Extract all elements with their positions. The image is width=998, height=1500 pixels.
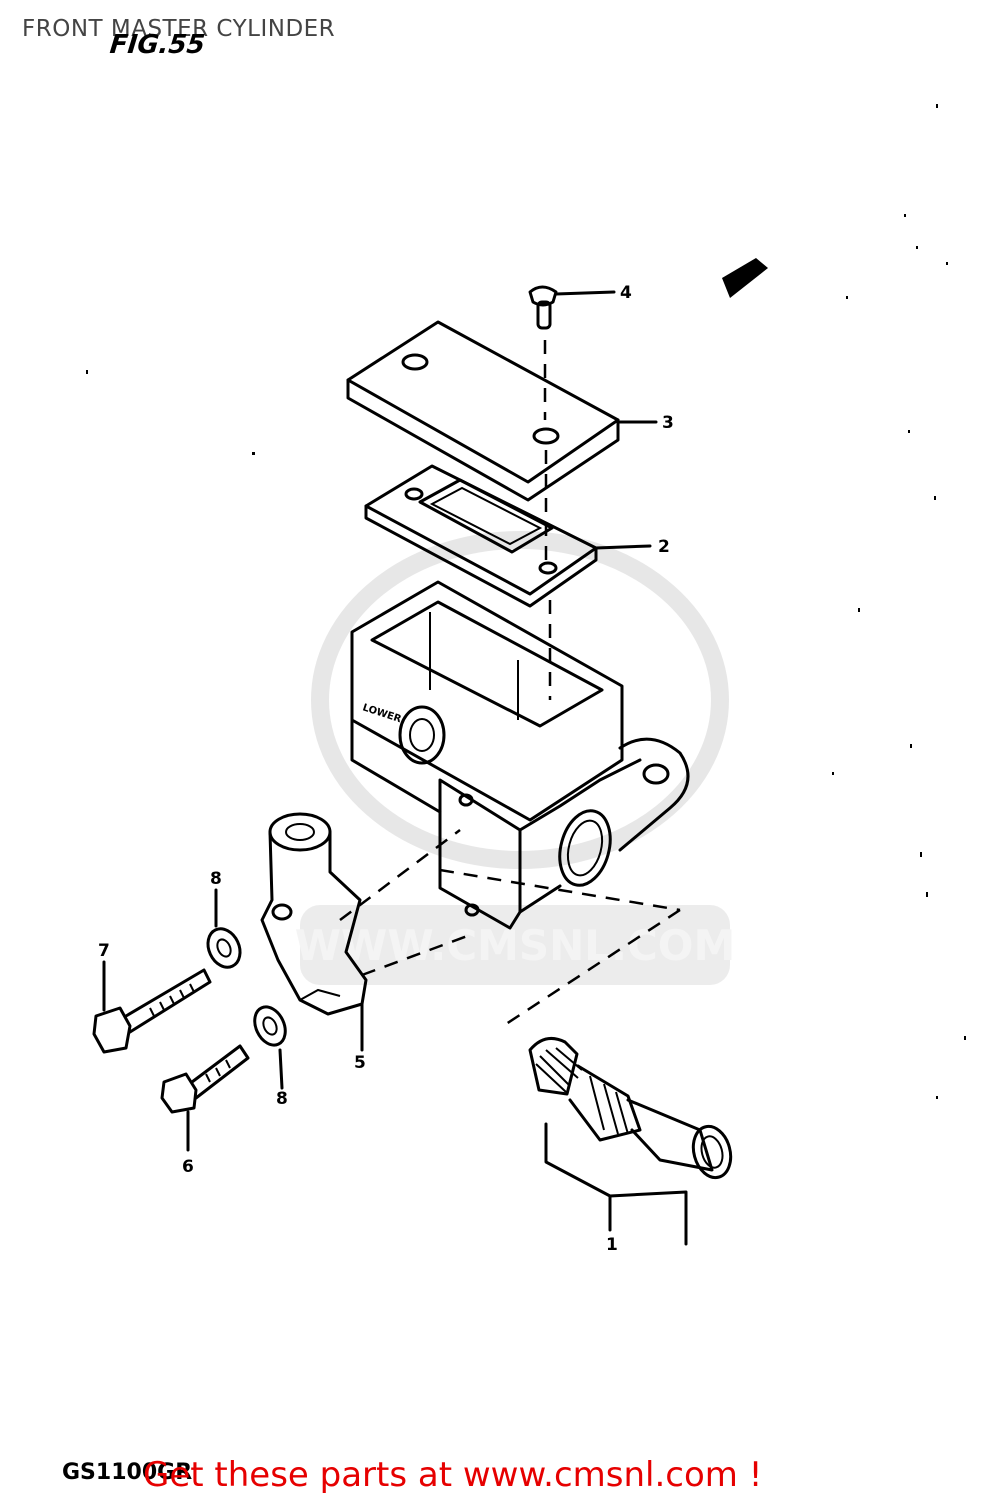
model-code: GS1100GR [62, 1460, 193, 1485]
watermark-text: WWW.CMSNL.COM [295, 921, 736, 970]
callout-7: 7 [98, 941, 110, 961]
callout-2: 2 [658, 537, 670, 557]
part-2-diaphragm [364, 464, 598, 700]
figure-label: FIG.55 [108, 30, 207, 60]
part-1-piston [528, 1036, 733, 1246]
callout-6: 6 [182, 1157, 194, 1177]
part-6-short-bolt [160, 1044, 250, 1152]
part-4-screw [528, 285, 558, 420]
promo-link[interactable]: Get these parts at www.cmsnl.com ! [143, 1455, 763, 1495]
leader-lines [360, 290, 658, 1052]
assembly-lines [439, 868, 681, 1030]
scan-specks [86, 104, 966, 1099]
callout-8-lower: 8 [276, 1089, 288, 1109]
page-title: FRONT MASTER CYLINDER [22, 16, 336, 42]
callout-4: 4 [620, 283, 632, 303]
svg-text:LOWER: LOWER [361, 702, 403, 725]
callout-5: 5 [354, 1053, 366, 1073]
part-3-cap [346, 320, 620, 560]
master-cylinder-body: LOWER [350, 580, 690, 930]
direction-arrow-icon [722, 258, 768, 298]
callout-8-upper: 8 [210, 869, 222, 889]
part-8-washer-upper [206, 888, 242, 969]
callout-3: 3 [662, 413, 674, 433]
part-7-long-bolt [92, 960, 212, 1054]
callout-1: 1 [606, 1235, 618, 1255]
part-8-washer-lower [253, 1005, 287, 1090]
part-5-bracket [260, 812, 471, 1016]
